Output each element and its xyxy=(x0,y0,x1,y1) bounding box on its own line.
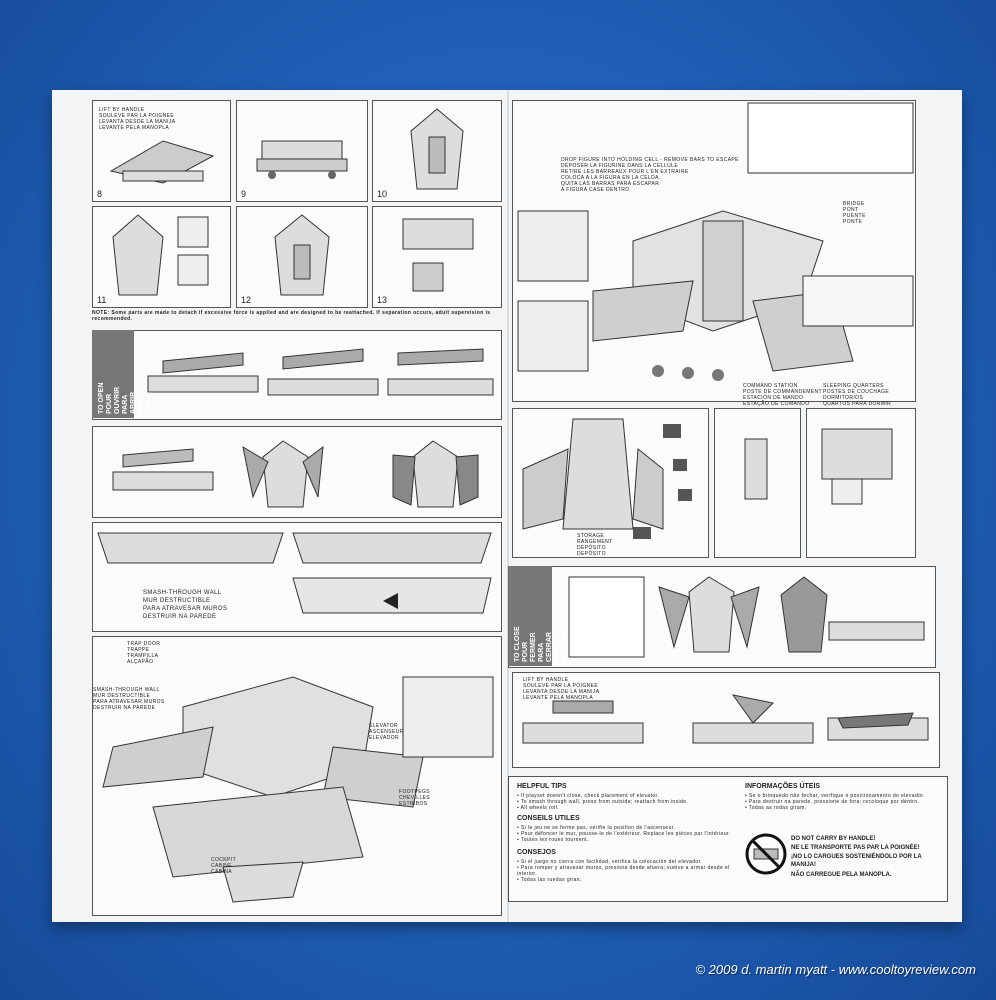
lift-handle-label-right: LIFT BY HANDLE SOULEVE PAR LA POIGNEE LE… xyxy=(523,677,600,701)
informacoes-heading: INFORMAÇÕES ÚTEIS xyxy=(745,783,821,790)
command-detail-drawing xyxy=(744,438,768,500)
lift-handle-label: LIFT BY HANDLE SOULEVE PAR LA POIGNEE LE… xyxy=(99,107,176,131)
storage-label: STORAGE RANGEMENT DEPÓSITO DEPÓSITO xyxy=(577,533,613,557)
tips-english: • If playset doesn't close, check placem… xyxy=(517,793,689,811)
helpful-tips-heading: HELPFUL TIPS xyxy=(517,783,567,790)
playset-open-drawing xyxy=(517,102,914,381)
safety-note: NOTE: Some parts are made to detach if e… xyxy=(92,310,491,322)
smash-wall-label-2: SMASH-THROUGH WALL MUR DESTRUCTIBLE PARA… xyxy=(93,687,165,711)
elevator-label: ELEVATOR ASCENSEUR ELEVADOR xyxy=(369,723,404,741)
open-steps-drawing xyxy=(147,348,494,396)
close-steps-5-9-panel: LIFT BY HANDLE SOULEVE PAR LA POIGNEE LE… xyxy=(512,672,940,768)
sleeping-detail-drawing xyxy=(821,428,893,505)
step-12-panel: 12 xyxy=(236,206,368,308)
smash-wall-panel: SMASH-THROUGH WALL MUR DESTRUCTIBLE PARA… xyxy=(92,522,502,632)
photo-credit: © 2009 d. martin myatt - www.cooltoyrevi… xyxy=(695,962,976,977)
command-detail-panel xyxy=(714,408,801,558)
to-open-label: TO OPEN POUR OUVRIR PARA ABRIR PARA ABRI… xyxy=(98,382,153,414)
tips-portuguese: • Se o brinquedo não fechar, verifique o… xyxy=(745,793,925,811)
step-number: 12 xyxy=(241,295,252,305)
step-13-drawing xyxy=(402,218,474,292)
footpegs-label: FOOTPEGS CHEVILLES ESTRIBOS xyxy=(399,789,431,807)
close-steps-drawing xyxy=(568,576,925,658)
no-carry-handle-icon xyxy=(745,833,787,875)
right-top-panel: DROP FIGURE INTO HOLDING CELL - REMOVE B… xyxy=(512,100,916,407)
trap-door-label: TRAP DOOR TRAPPE TRAMPILLA ALÇAPÃO xyxy=(127,641,161,665)
step-number: 10 xyxy=(377,189,388,199)
tips-spanish: • Si el juego no cierra con facilidad, v… xyxy=(517,859,730,883)
close-steps-5-9-drawing xyxy=(522,694,929,744)
storage-drawing xyxy=(522,418,692,539)
to-close-panel xyxy=(508,566,936,668)
instruction-sheet: LIFT BY HANDLE SOULEVE PAR LA POIGNEE LE… xyxy=(52,90,962,922)
sleeping-detail-panel xyxy=(806,408,916,558)
step-10-drawing xyxy=(410,108,464,190)
step-8-panel: LIFT BY HANDLE SOULEVE PAR LA POIGNEE LE… xyxy=(92,100,231,202)
step-8-drawing xyxy=(109,140,215,184)
bridge-label: BRIDGE PONT PUENTE PONTE xyxy=(843,201,866,225)
step-9-panel: 9 xyxy=(236,100,368,202)
storage-panel: STORAGE RANGEMENT DEPÓSITO DEPÓSITO xyxy=(512,408,709,558)
warning-portuguese: NÃO CARREGUE PELA MANOPLA. xyxy=(791,872,892,878)
step-number: 11 xyxy=(97,295,107,305)
playset-overview-drawing xyxy=(102,676,494,903)
to-close-tab: TO CLOSE POUR FERMER PARA CERRAR PARA FE… xyxy=(508,566,569,666)
features-panel: TRAP DOOR TRAPPE TRAMPILLA ALÇAPÃO SMASH… xyxy=(92,636,502,916)
smash-wall-label: SMASH-THROUGH WALL MUR DESTRUCTIBLE PARA… xyxy=(143,590,228,620)
open-steps-5-7-drawing xyxy=(112,440,479,508)
drop-figure-label: DROP FIGURE INTO HOLDING CELL - REMOVE B… xyxy=(561,157,739,193)
step-13-panel: 13 xyxy=(372,206,502,308)
sleeping-quarters-label: SLEEPING QUARTERS POSTES DE COUCHAGE DOR… xyxy=(823,383,892,407)
step-11-panel: 11 xyxy=(92,206,231,308)
step-number: 13 xyxy=(377,295,388,305)
step-12-drawing xyxy=(274,214,330,296)
conseils-heading: CONSEILS UTILES xyxy=(517,815,580,822)
to-close-label: TO CLOSE POUR FERMER PARA CERRAR PARA FE… xyxy=(514,626,569,662)
warning-english: DO NOT CARRY BY HANDLE! xyxy=(791,836,876,842)
warning-spanish: ¡NO LO CARGUES SOSTENIÉNDOLO POR LA MANI… xyxy=(791,854,922,868)
step-number: 9 xyxy=(241,189,247,199)
step-10-panel: 10 xyxy=(372,100,502,202)
open-steps-5-7-panel xyxy=(92,426,502,518)
cockpit-label: COCKPIT CABINE CABINA xyxy=(211,857,237,875)
consejos-heading: CONSEJOS xyxy=(517,849,556,856)
step-9-drawing xyxy=(256,140,348,179)
smash-wall-drawing xyxy=(97,532,492,614)
to-open-panel xyxy=(92,330,502,420)
step-number: 8 xyxy=(97,189,103,199)
step-11-drawing xyxy=(112,214,209,296)
tips-french: • Si le jeu ne se ferme pas, vérifie la … xyxy=(517,825,731,843)
tips-panel: HELPFUL TIPS • If playset doesn't close,… xyxy=(508,776,948,902)
to-open-tab: TO OPEN POUR OUVRIR PARA ABRIR PARA ABRI… xyxy=(92,330,153,418)
warning-french: NE LE TRANSPORTE PAS PAR LA POIGNÉE! xyxy=(791,845,920,851)
command-station-label: COMMAND STATION POSTE DE COMMANDEMENT ES… xyxy=(743,383,822,407)
